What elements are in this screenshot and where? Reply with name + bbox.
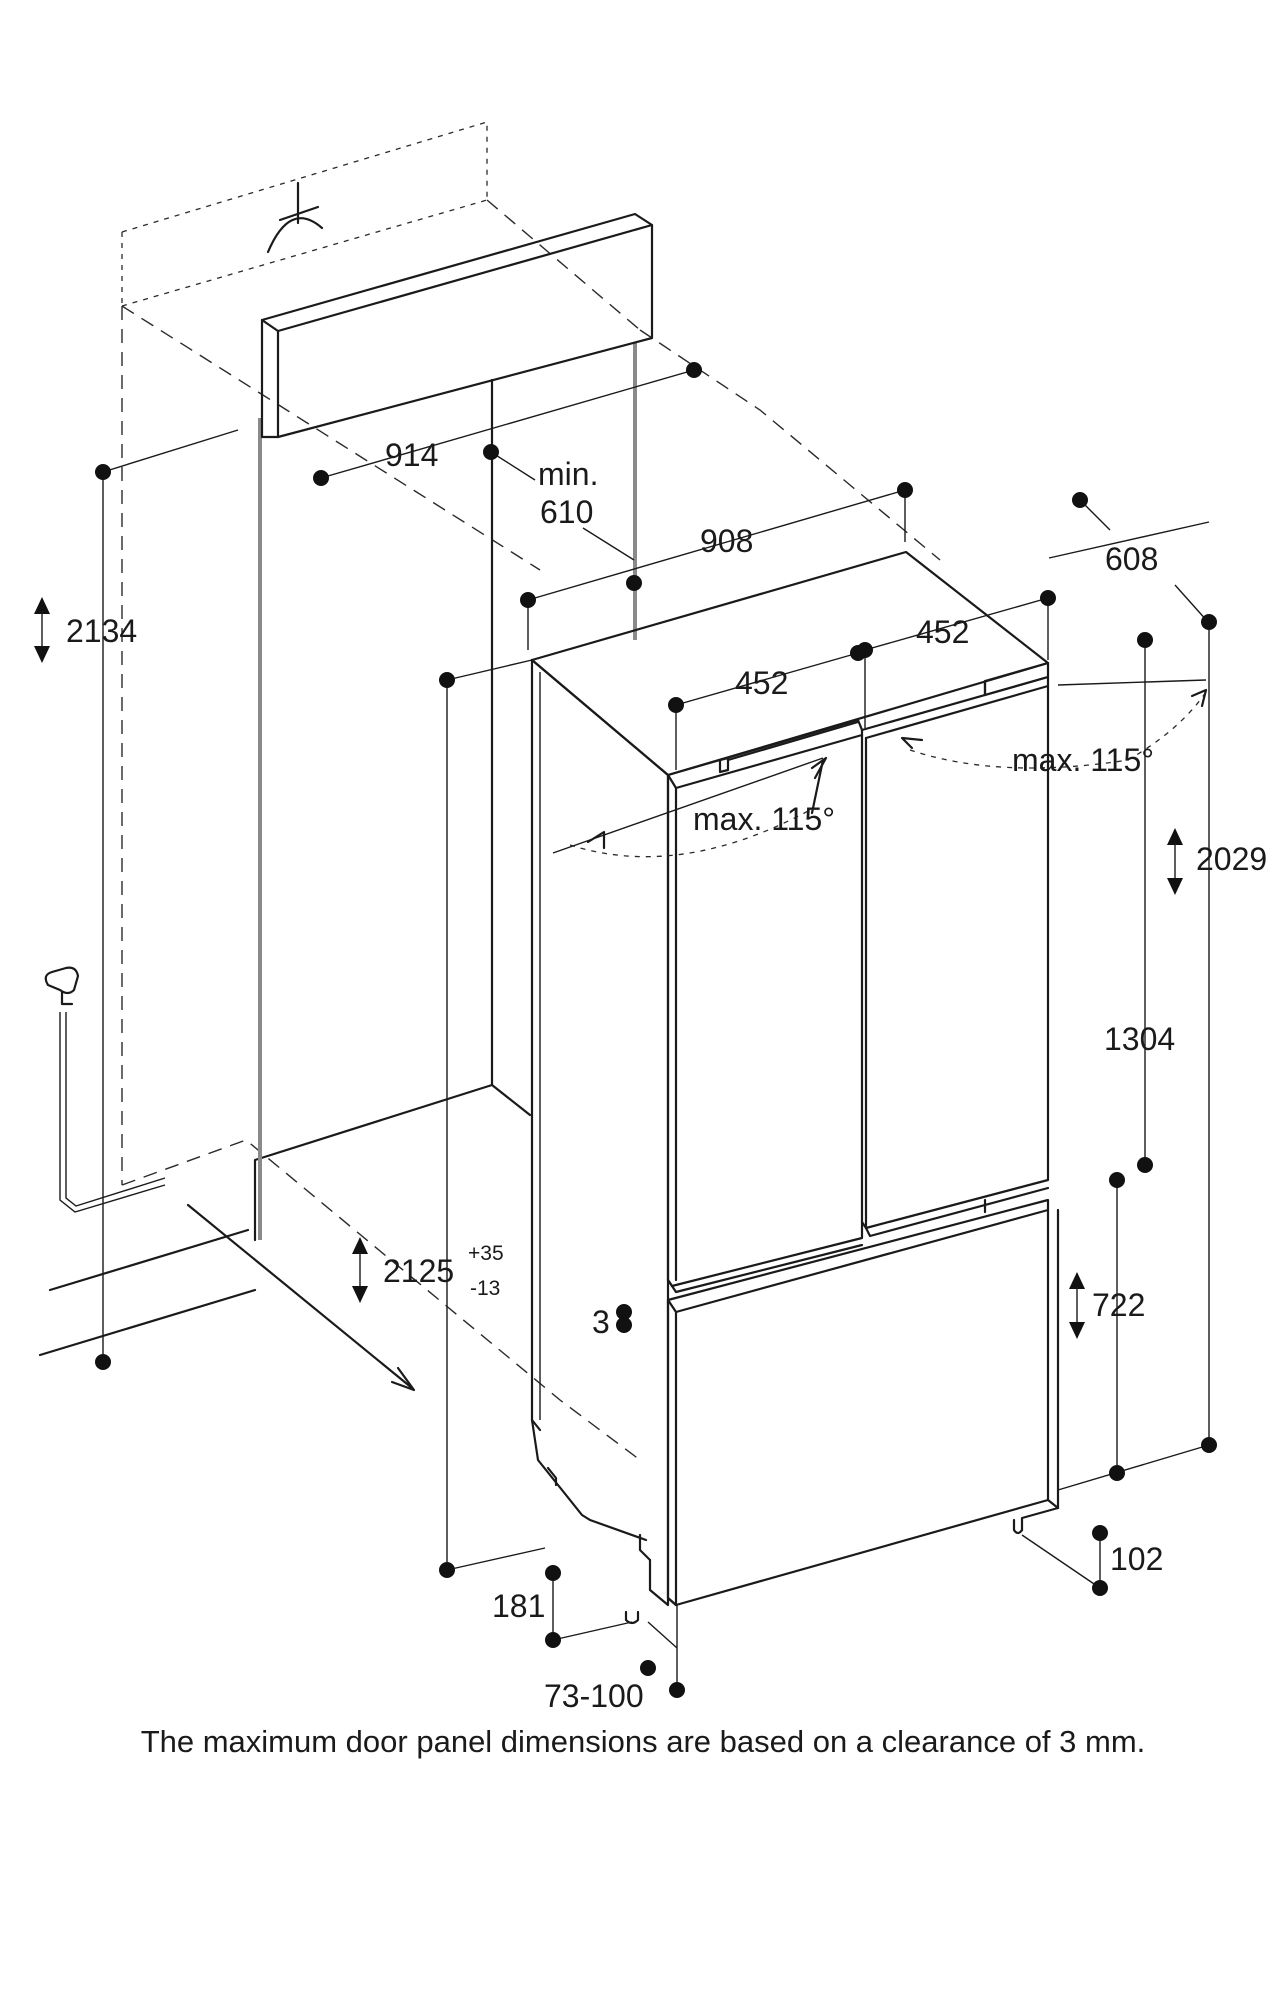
height-arrows: [34, 597, 1183, 1339]
label-appliance-depth: 608: [1105, 541, 1158, 577]
door-swing-arcs: [552, 679, 1208, 858]
upper-right-door: [860, 661, 1050, 1238]
overhead-cabinet: [260, 212, 654, 439]
label-left-door-width: 452: [735, 665, 788, 701]
freezer-drawer: [666, 1198, 1060, 1607]
label-min-depth-prefix: min.: [538, 456, 598, 492]
label-door-gap: 3: [592, 1304, 610, 1340]
label-adjustable-height: 2125: [383, 1253, 454, 1289]
label-drawer-height: 722: [1092, 1287, 1145, 1323]
niche-outline: [121, 121, 941, 1461]
label-overall-height: 2029: [1196, 841, 1267, 877]
label-toe-kick-height: 102: [1110, 1541, 1163, 1577]
label-right-door-angle: max. 115°: [1012, 742, 1154, 778]
label-min-depth-value: 610: [540, 494, 593, 530]
water-tap-icon: [44, 966, 166, 1213]
label-appliance-width: 908: [700, 523, 753, 559]
cabinet-walls: [38, 342, 637, 1357]
label-right-door-width: 452: [916, 614, 969, 650]
label-niche-height: 2134: [66, 613, 137, 649]
label-adjustable-plus: +35: [468, 1242, 504, 1265]
ceiling-outlet-icon: [266, 181, 324, 254]
insertion-arrow: [186, 1203, 416, 1392]
label-foot-range: 73-100: [544, 1678, 644, 1714]
dimension-dots: [95, 362, 1217, 1698]
label-plinth-depth: 181: [492, 1588, 545, 1624]
plinth: [546, 1466, 1060, 1625]
label-adjustable-minus: -13: [470, 1277, 500, 1300]
dimension-lines: [102, 369, 1210, 1690]
appliance-side: [530, 658, 670, 1607]
label-niche-width: 914: [385, 437, 438, 473]
upper-left-door: [666, 718, 864, 1294]
footnote: The maximum door panel dimensions are ba…: [140, 1724, 1146, 1759]
label-left-door-angle: max. 115°: [693, 801, 835, 837]
label-upper-door-height: 1304: [1104, 1021, 1175, 1057]
